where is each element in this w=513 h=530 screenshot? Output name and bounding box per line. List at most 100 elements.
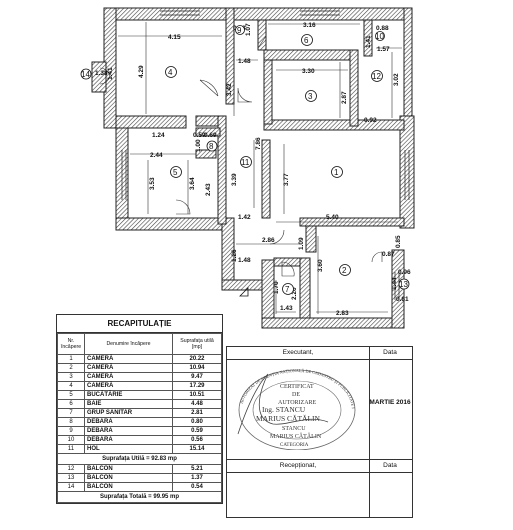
cell-name: CAMERĂ <box>84 363 173 373</box>
room-number: 11 <box>241 158 250 167</box>
dim-label: 3.60 <box>317 259 324 272</box>
stamp-name-1: STANCU <box>282 426 306 432</box>
dim-label: 0.87 <box>382 251 395 258</box>
cell-num: 4 <box>57 381 85 391</box>
dim-label: 1.07 <box>245 23 252 36</box>
dim-label: 4.29 <box>138 65 145 78</box>
dim-label: 0.85 <box>395 235 402 248</box>
col-header: Nr. încăpere <box>57 333 85 355</box>
cell-name: CAMERĂ <box>84 381 173 391</box>
cell-num: 3 <box>57 372 85 382</box>
cell-num: 9 <box>57 426 85 436</box>
room-number: 12 <box>372 72 381 81</box>
dim-label: 4.15 <box>168 34 181 41</box>
cell-num: 7 <box>57 408 85 418</box>
room-number: 8 <box>209 142 214 151</box>
cell-area: 10.94 <box>172 363 222 373</box>
signature-line-1: Ing. STANCU <box>262 405 306 414</box>
signature-line-2: MARIUS CĂTĂLIN <box>256 414 321 423</box>
cell-name: DEBARA <box>84 435 173 445</box>
cell-name: BALCON <box>84 464 173 474</box>
room-number: 7 <box>285 285 290 294</box>
dim-label: 1.48 <box>238 58 251 65</box>
room-number: 2 <box>342 266 347 275</box>
cell-num: 8 <box>57 417 85 427</box>
stamp-center-1: CERTIFICAT <box>280 384 314 390</box>
room-number: 3 <box>308 92 313 101</box>
cell-area: 15.14 <box>172 444 222 454</box>
dim-label: 2.44 <box>150 152 163 159</box>
dim-label: 3.64 <box>189 177 196 190</box>
dim-label: 1.42 <box>238 214 251 221</box>
date-panel: Data MARTIE 2016 Data <box>368 346 413 518</box>
receptionat-label: Recepționat, <box>227 459 369 473</box>
dimension-labels: 4.15 4.29 1.48 3.42 0.83 1.07 3.16 0.88 … <box>95 22 411 317</box>
col-header: Suprafața utilă [mp] <box>172 333 222 355</box>
dim-label: 5.40 <box>326 214 339 221</box>
date-header-2: Data <box>368 459 412 473</box>
authorization-stamp: AUTORIZAT DE AGENȚIA NAȚIONALĂ DE CADAST… <box>228 364 356 450</box>
cell-name: BALCON <box>84 473 173 483</box>
dim-label: 1.70 <box>273 281 280 294</box>
dim-label: 1.44 <box>391 277 398 290</box>
dim-label: 3.16 <box>303 22 316 29</box>
dim-label: 3.77 <box>283 173 290 186</box>
cell-num: 14 <box>57 482 85 492</box>
executant-label: Executant, <box>227 347 369 360</box>
cell-name: BAIE <box>84 399 173 409</box>
room-number: 13 <box>399 280 408 289</box>
stamp-center-2: DE <box>292 392 300 398</box>
dim-label: 1.26 <box>231 249 238 262</box>
dim-label: 1.38 <box>95 70 108 77</box>
dim-label: 1.43 <box>280 305 293 312</box>
cell-name: DEBARA <box>84 426 173 436</box>
dim-label: 1.24 <box>152 132 165 139</box>
cell-area: 10.51 <box>172 390 222 400</box>
cell-name: BALCON <box>84 482 173 492</box>
cell-area: 2.81 <box>172 408 222 418</box>
cell-area: 5.21 <box>172 464 222 474</box>
dim-label: 0.88 <box>376 25 389 32</box>
dim-label: 0.59 <box>193 132 206 139</box>
dim-label: 7.86 <box>255 137 262 150</box>
dim-label: 3.53 <box>149 177 156 190</box>
total-area: Suprafața Totală = 99.95 mp <box>57 491 222 503</box>
cell-area: 17.29 <box>172 381 222 391</box>
cell-num: 6 <box>57 399 85 409</box>
executant-panel: Executant, Recepționat, <box>226 346 370 518</box>
recap-title: RECAPITULAȚIE <box>57 315 222 333</box>
room-number: 10 <box>375 32 384 41</box>
stamp-name-2: MARIUS CĂTĂLIN <box>270 432 322 440</box>
cell-area: 0.54 <box>172 482 222 492</box>
cell-num: 13 <box>57 473 85 483</box>
floor-plan: 4.15 4.29 1.48 3.42 0.83 1.07 3.16 0.88 … <box>80 7 415 329</box>
date-value: MARTIE 2016 <box>369 399 411 406</box>
room-number: 5 <box>173 168 178 177</box>
room-markers: 4 6 3 12 1 5 11 8 9 10 2 7 13 14 <box>80 25 410 295</box>
cell-name: GRUP SANITAR <box>84 408 173 418</box>
dim-label: 0.81 <box>396 296 409 303</box>
room-number: 6 <box>304 36 309 45</box>
dim-label: 1.41 <box>365 35 372 48</box>
dim-label: 3.39 <box>231 173 238 186</box>
recap-grid: Nr. încăpere Denumire încăpere Suprafața… <box>57 333 222 503</box>
cell-area: 0.80 <box>172 417 222 427</box>
dim-label: 0.92 <box>364 117 377 124</box>
cell-num: 2 <box>57 363 85 373</box>
cell-area: 20.22 <box>172 354 222 364</box>
cell-area: 0.56 <box>172 435 222 445</box>
dim-label: 1.48 <box>238 257 251 264</box>
useful-area-total: Suprafața Utilă = 92.83 mp <box>57 453 222 465</box>
room-number: 14 <box>81 70 90 79</box>
date-header: Data <box>368 347 412 360</box>
cell-area: 4.48 <box>172 399 222 409</box>
cell-name: CAMERĂ <box>84 372 173 382</box>
